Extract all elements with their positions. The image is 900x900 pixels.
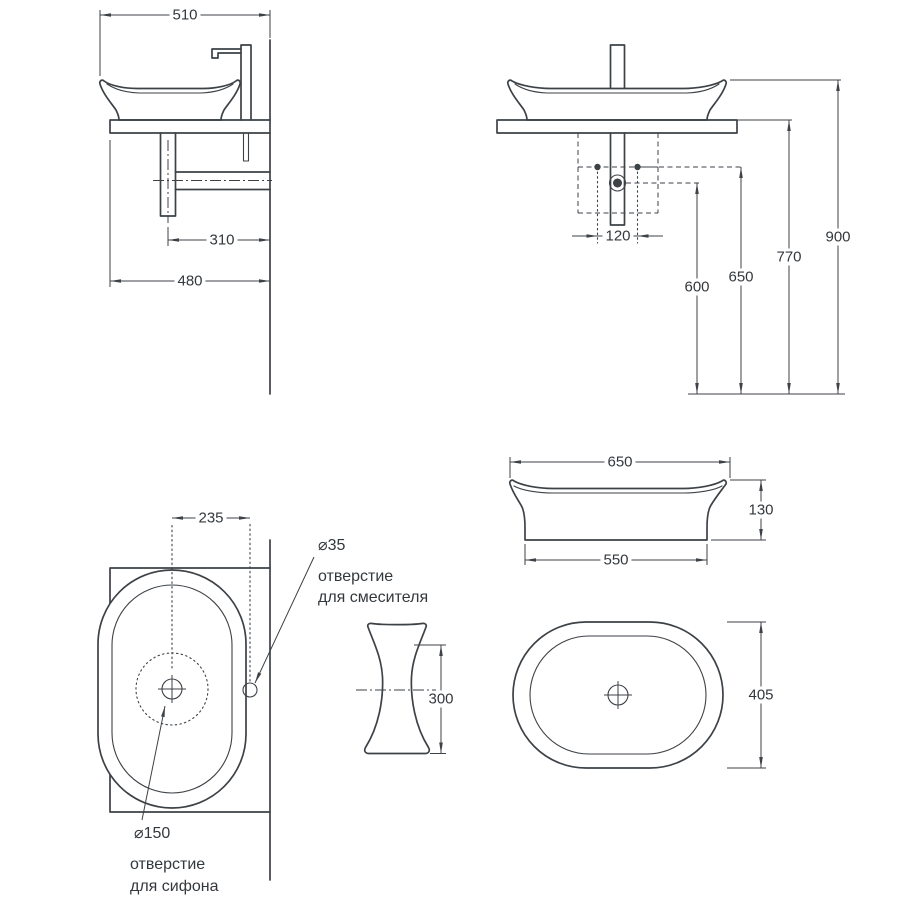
dim-600: 600 [681,278,713,296]
dim-235: 235 [195,509,227,527]
basin-front-inner-rim [514,83,720,94]
basin-front-alone-inner-rim [513,485,723,494]
dim-300: 300 [425,690,457,708]
dim-130: 130 [745,501,777,519]
basin-front-alone-outline [508,479,728,541]
dim-770: 770 [773,248,805,266]
basin-plan-alone-inner [529,635,707,755]
dim-510: 510 [169,6,201,24]
mixer-hole-label-line2: для смесителя [318,589,429,607]
dim-405: 405 [745,686,777,704]
section-outline [363,622,431,755]
drain-crosshair [158,675,186,703]
leader-mixer-hole [254,556,315,684]
basin-front-outline [506,79,728,121]
dim-310: 310 [206,231,238,249]
dim-900: 900 [822,228,854,246]
faucet-column [609,44,626,89]
mount-hole-right [634,163,641,171]
mixer-hole-diameter: ⌀35 [318,535,346,555]
dim-550: 550 [600,551,632,569]
dim-650w: 650 [604,453,636,471]
drain-outlet-ring [608,174,627,192]
view-side-installed [98,10,272,395]
faucet-shank [242,133,250,162]
view-front-installed [496,44,845,395]
mixer-hole-circle [242,682,258,698]
countertop-side [109,119,271,134]
basin-plan-inner [111,584,233,794]
leader-siphon-hole [141,705,166,821]
siphon-hole-label-line1: отверстие [130,856,206,874]
mixer-hole-label-line1: отверстие [318,568,394,586]
dim-120: 120 [602,227,634,245]
siphon-hole-label-line2: для сифона [130,878,219,896]
drain-outlet [613,178,622,188]
view-plan-installed [97,516,315,881]
basin-side-outline [98,79,242,121]
view-section-profile [356,622,446,755]
faucet-body [240,44,252,121]
view-basin-front [508,457,766,565]
siphon-hole-diameter: ⌀150 [134,823,171,843]
ext-235 [171,523,251,682]
drain-pipe-horizontal [174,171,271,191]
faucet-spout [211,48,242,59]
basin-side-inner-rim [106,83,234,94]
mount-hole-left [594,163,601,171]
siphon-hidden-box [577,133,659,214]
countertop-front [496,119,738,134]
dim-480: 480 [174,272,206,290]
drain-centerlines [153,140,272,223]
view-basin-plan [512,621,766,769]
drain-crosshair-2 [604,681,632,709]
dim-650h: 650 [725,268,757,286]
